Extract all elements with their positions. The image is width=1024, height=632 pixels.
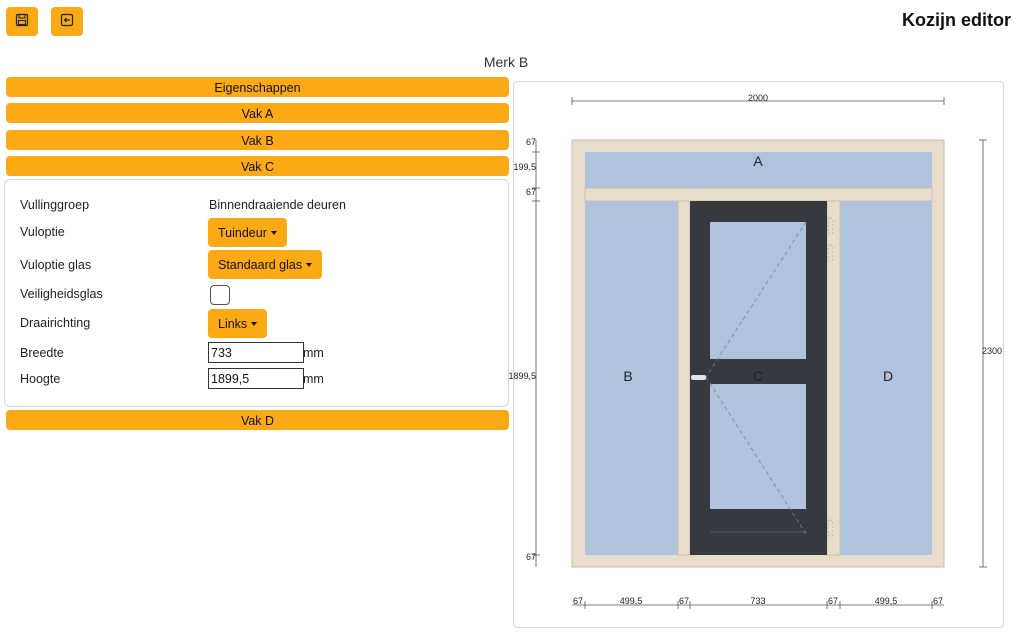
caret-down-icon <box>251 321 258 326</box>
save-button[interactable] <box>6 7 38 36</box>
vuloptie-dropdown[interactable]: Tuindeur <box>208 218 287 247</box>
vullinggroep-value: Binnendraaiende deuren <box>209 198 346 212</box>
vullinggroep-label: Vullinggroep <box>20 198 90 212</box>
hoogte-label: Hoogte <box>20 372 61 386</box>
draairichting-dropdown[interactable]: Links <box>208 309 268 338</box>
vak-c-properties: Vullinggroep Binnendraaiende deuren Vulo… <box>4 179 509 407</box>
draairichting-label: Draairichting <box>20 316 91 330</box>
app-title: Kozijn editor <box>902 10 1011 30</box>
vuloptie-glas-value: Standaard glas <box>218 257 303 272</box>
caret-down-icon <box>270 230 277 235</box>
breedte-unit: mm <box>303 346 324 360</box>
veiligheidsglas-label: Veiligheidsglas <box>20 287 103 301</box>
panel-vak-c[interactable]: Vak C <box>6 156 509 176</box>
arrow-left-box-icon <box>60 13 74 30</box>
vuloptie-value: Tuindeur <box>218 225 267 240</box>
floppy-disk-icon <box>15 13 29 30</box>
panel-eigenschappen[interactable]: Eigenschappen <box>6 77 509 97</box>
vuloptie-glas-dropdown[interactable]: Standaard glas <box>208 250 323 279</box>
hoogte-unit: mm <box>303 372 324 386</box>
caret-down-icon <box>306 262 313 267</box>
panel-vak-b[interactable]: Vak B <box>6 130 509 150</box>
hoogte-input[interactable] <box>208 368 304 389</box>
breedte-input[interactable] <box>208 342 304 363</box>
vuloptie-glas-label: Vuloptie glas <box>20 258 92 272</box>
panel-vak-d[interactable]: Vak D <box>6 410 509 430</box>
panel-vak-a[interactable]: Vak A <box>6 103 509 123</box>
breedte-label: Breedte <box>20 346 64 360</box>
frame-drawing-panel <box>513 81 1004 628</box>
vuloptie-label: Vuloptie <box>20 225 65 239</box>
draairichting-value: Links <box>218 316 248 331</box>
veiligheidsglas-checkbox[interactable] <box>210 285 230 305</box>
merk-title: Merk B <box>483 54 529 70</box>
back-button[interactable] <box>51 7 83 36</box>
